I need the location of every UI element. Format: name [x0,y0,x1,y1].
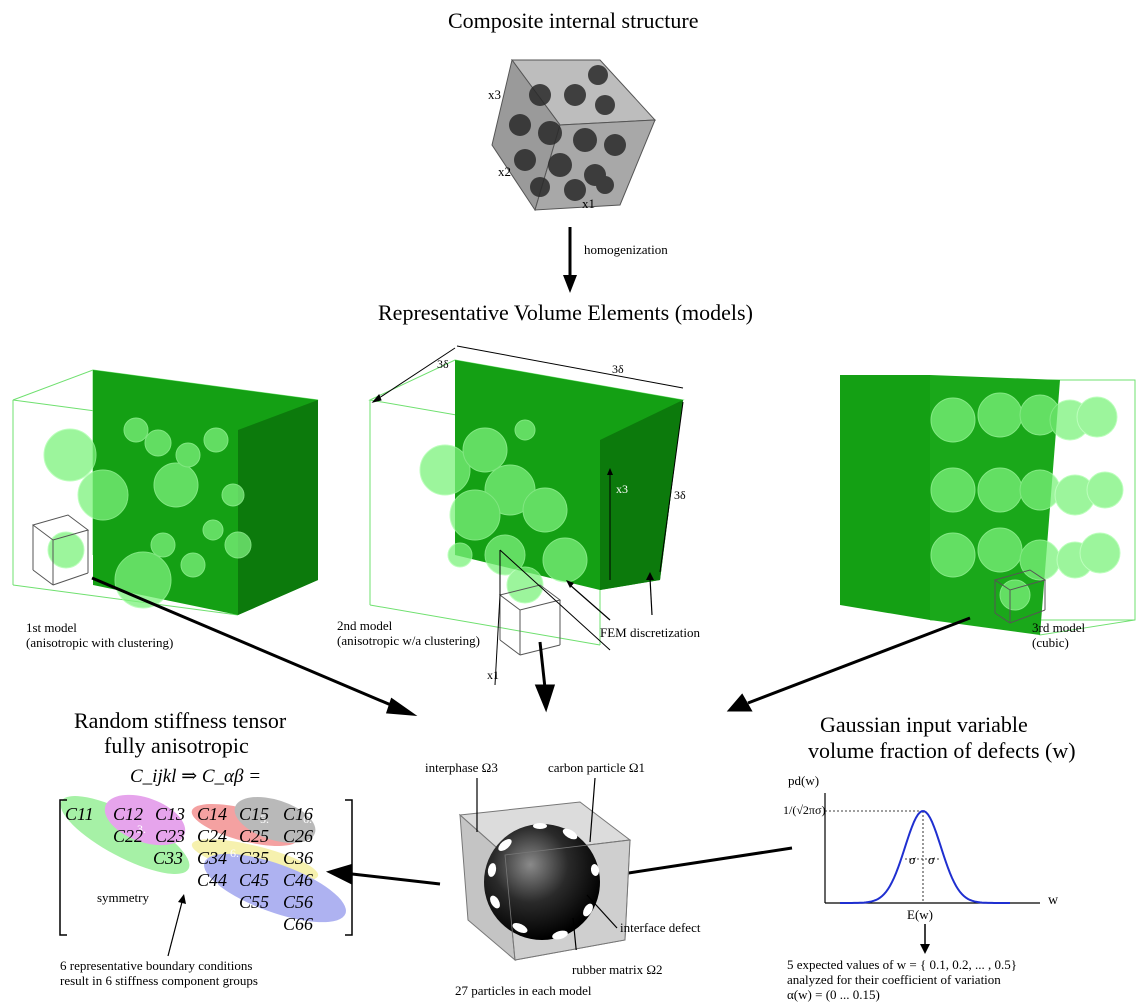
interface-defect-label: interface defect [620,920,701,935]
axis-x3-model2: x3 [616,482,628,496]
particles-caption: 27 particles in each model [455,983,592,998]
carbon-particle-label: carbon particle Ω1 [548,760,646,775]
c24: C24 [197,826,227,846]
axis-x1-model2: x1 [487,668,499,682]
group-number-6a: 6. [303,812,312,826]
rubber-matrix-label: rubber matrix Ω2 [572,962,663,977]
cube-axis-x2: x2 [498,164,511,179]
fem-pointers [566,572,654,621]
c15: C15 [239,804,269,824]
c11: C11 [65,804,94,824]
gaussian-ylabel: pd(w) [788,773,820,788]
model-2-desc: (anisotropic w/a clustering) [337,633,480,648]
dim-top-right: 3δ [612,362,624,376]
c14: C14 [197,804,227,824]
c16: C16 [283,804,313,824]
model-2-label: 2nd model (anisotropic w/a clustering) [337,618,480,648]
sigma-right: σ [928,852,935,867]
tensor-title-1: Random stiffness tensor [74,708,287,733]
mean-arrow [920,924,930,954]
model-3-desc: (cubic) [1032,635,1069,650]
c34: C34 [197,848,227,868]
cube-axis-x1: x1 [582,196,595,211]
boundary-note-2: result in 6 stiffness component groups [60,973,258,988]
gaussian-title-1: Gaussian input variable [820,712,1028,737]
homogenization-arrow [563,227,577,293]
composite-title: Composite internal structure [448,8,699,33]
tensor-title-2: fully anisotropic [104,733,249,758]
c25: C25 [239,826,269,846]
gaussian-curve [840,810,1010,904]
rve-model-3 [840,375,1136,636]
c35: C35 [239,848,269,868]
group-number-6b: 6. [230,846,239,860]
c55: C55 [239,892,269,912]
stiffness-matrix: 2. 3. 5. 6. 6. C11 C12 C13 C14 C15 C16 C… [59,794,353,936]
boundary-note-1: 6 representative boundary conditions [60,958,253,973]
group-number-2: 2. [213,879,222,893]
cube-axis-x3: x3 [488,87,501,102]
gaussian-peak-label: 1/(√2πσ) [783,803,826,817]
gaussian-note: 5 expected values of w = { 0.1, 0.2, ...… [787,957,1017,1002]
c56: C56 [283,892,313,912]
dim-side: 3δ [674,488,686,502]
boundary-note: 6 representative boundary conditions res… [60,958,258,988]
gaussian-note-1: 5 expected values of w = { 0.1, 0.2, ...… [787,957,1017,972]
c36: C36 [283,848,313,868]
sigma-left: σ [909,852,916,867]
model-3-name: 3rd model [1032,620,1086,635]
gaussian-note-3: α(w) = (0 ... 0.15) [787,987,880,1002]
rve-title: Representative Volume Elements (models) [378,300,753,325]
composite-cube [491,58,657,212]
gaussian-note-2: analyzed for their coefficient of variat… [787,972,1001,987]
model-3-label: 3rd model (cubic) [1032,620,1085,650]
gaussian-mean-label: E(w) [907,907,933,922]
c22: C22 [113,826,143,846]
c66: C66 [283,914,313,934]
gaussian-xlabel: w [1048,893,1059,908]
model-2-name: 2nd model [337,618,393,633]
group-number-5: 5. [260,812,269,826]
rve-model-2 [368,345,685,685]
model-1-label: 1st model (anisotropic with clustering) [26,620,173,650]
c26: C26 [283,826,313,846]
model-1-name: 1st model [26,620,77,635]
unit-cell [458,801,632,962]
rve-model-1 [12,369,319,616]
c12: C12 [113,804,143,824]
gaussian-plot [824,793,1040,904]
c45: C45 [239,870,269,890]
c44: C44 [197,870,227,890]
homogenization-label: homogenization [584,242,668,257]
boundary-arrow [167,894,186,957]
model-1-desc: (anisotropic with clustering) [26,635,174,650]
gaussian-title-2: volume fraction of defects (w) [808,738,1076,763]
c46: C46 [283,870,313,890]
c33: C33 [153,848,183,868]
dim-top-left: 3δ [437,357,449,371]
tensor-equation: C_ijkl ⇒ C_αβ = [130,766,262,787]
c23: C23 [155,826,185,846]
interphase-label: interphase Ω3 [425,760,498,775]
group-number-3: 3. [137,822,146,836]
particle-pointers [476,777,618,950]
c13: C13 [155,804,185,824]
symmetry-label: symmetry [97,890,149,905]
fem-label: FEM discretization [600,625,701,640]
